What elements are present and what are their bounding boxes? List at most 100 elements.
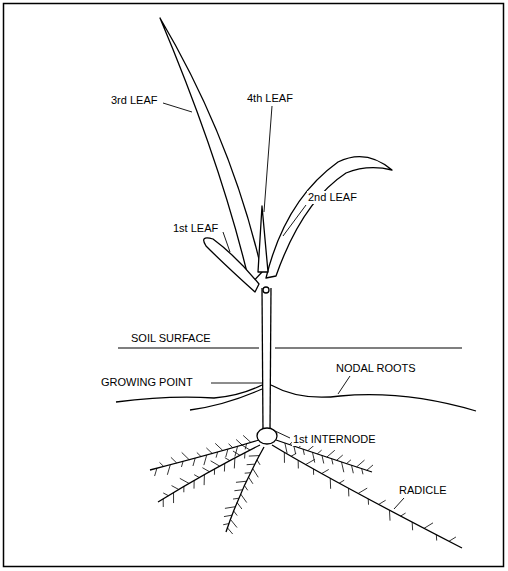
root-hair — [317, 450, 321, 454]
root-hair — [215, 443, 223, 450]
part-label: 2nd LEAF — [307, 191, 358, 204]
root-hair — [312, 452, 314, 462]
frame — [4, 4, 504, 567]
root-hair — [237, 502, 242, 509]
root-hair — [234, 511, 238, 516]
radicle-root — [272, 445, 462, 548]
leader-line — [264, 106, 272, 212]
leader-line — [223, 232, 230, 252]
root-hair — [247, 464, 255, 466]
root-hair — [330, 478, 331, 488]
root-hair — [173, 493, 174, 503]
root-hair — [245, 472, 251, 473]
root-hair — [226, 449, 228, 457]
root-hair — [327, 450, 335, 457]
root-hair — [332, 459, 333, 465]
roots — [116, 385, 476, 548]
leader-line — [163, 103, 192, 112]
root-hairs — [155, 435, 456, 541]
root-hair — [197, 453, 201, 457]
root-hair — [367, 465, 373, 470]
root-hair — [236, 439, 242, 445]
root-hair — [163, 493, 168, 496]
leader-line — [338, 376, 350, 394]
root-hair — [193, 458, 195, 466]
root-hair — [181, 461, 183, 467]
root-hair — [194, 480, 195, 488]
soil-surface-line — [275, 347, 462, 348]
root-hair — [206, 448, 212, 454]
root-hair — [216, 452, 218, 458]
root-hair — [155, 468, 157, 476]
root-hair — [183, 486, 184, 492]
root-hair — [211, 461, 220, 466]
part-label: 3rd LEAF — [110, 94, 158, 107]
root-hair — [245, 444, 246, 450]
leader-line — [394, 498, 404, 509]
root-hair — [225, 458, 230, 461]
root-hair — [167, 465, 170, 475]
root-hair — [362, 469, 363, 475]
root-hair — [358, 488, 367, 493]
root-hair — [230, 519, 237, 527]
root-hair — [284, 452, 285, 462]
root-hair — [379, 500, 386, 504]
root-hair — [322, 456, 324, 464]
root-hair — [235, 446, 238, 456]
root-hair — [224, 463, 225, 471]
root-hair — [306, 459, 315, 464]
root-hair — [225, 507, 235, 509]
root-hair — [172, 486, 179, 490]
soil-line — [118, 347, 462, 348]
root-hair — [234, 489, 242, 491]
root-hair — [348, 488, 349, 496]
root-hair — [291, 453, 296, 456]
root-hair — [357, 460, 365, 467]
root-hair — [342, 462, 344, 472]
first-leaf — [204, 238, 259, 292]
root-hair — [412, 522, 413, 530]
root-hair — [257, 460, 260, 465]
root-hair — [241, 494, 247, 503]
stem — [262, 287, 271, 432]
nodal-root — [190, 389, 262, 410]
second-leaf — [266, 157, 392, 278]
root-hair — [234, 458, 236, 468]
leader-lines — [163, 103, 404, 509]
root-hair — [227, 528, 232, 534]
root-hair — [204, 455, 207, 465]
leader-line — [211, 383, 262, 384]
root-hair — [194, 475, 199, 478]
seminal-root — [226, 447, 264, 532]
part-label: GROWING POINT — [100, 376, 194, 389]
root-hair — [236, 481, 246, 482]
root-hair — [294, 446, 296, 454]
root-hair — [244, 485, 247, 490]
root-hair — [313, 469, 314, 475]
root-hair — [224, 515, 232, 516]
root-hair — [171, 457, 177, 463]
root-hair — [229, 444, 233, 448]
root-hair — [347, 460, 351, 464]
root-hair — [389, 510, 391, 520]
root-hair — [160, 462, 164, 466]
root-hair — [449, 537, 456, 541]
nodal-root — [271, 385, 476, 411]
root-hair — [241, 445, 250, 451]
root-hair — [322, 469, 329, 473]
root-hair — [352, 465, 354, 473]
fourth-leaf — [258, 206, 268, 272]
part-label: 1st INTERNODE — [292, 433, 377, 446]
root-hair — [180, 478, 189, 483]
root-hair — [204, 475, 205, 485]
soil-surface-line — [118, 347, 259, 348]
root-hair — [285, 443, 287, 453]
root-hair — [223, 524, 229, 525]
root-hair — [303, 449, 304, 455]
leader-line — [283, 205, 306, 236]
root-hair — [339, 480, 344, 483]
root-hair — [233, 451, 240, 455]
part-label: NODAL ROOTS — [335, 362, 417, 375]
root-hair — [214, 469, 215, 475]
node — [263, 287, 269, 293]
